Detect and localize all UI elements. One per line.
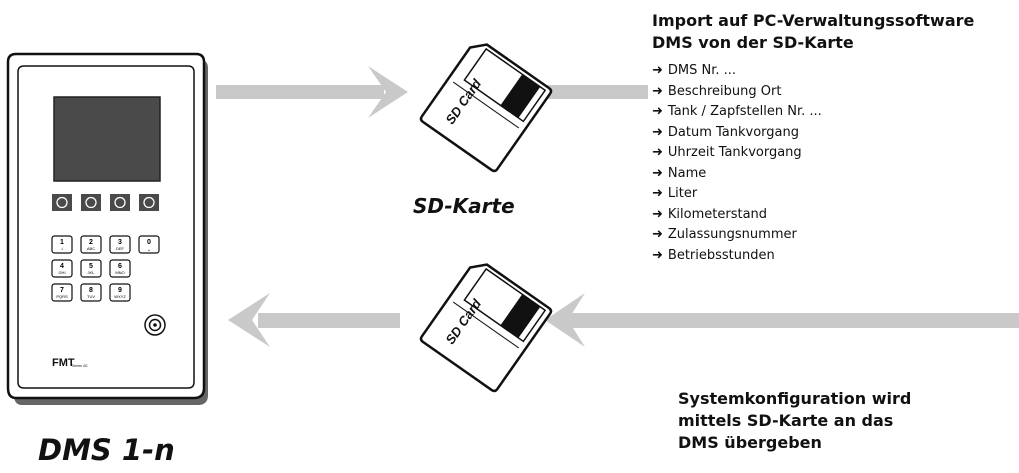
- arrow-bullet-icon: ➜: [652, 63, 663, 78]
- keypad-digit: 4: [60, 263, 64, 270]
- import-field-label: Betriebsstunden: [667, 247, 775, 263]
- keypad-letters: JKL: [88, 270, 96, 275]
- keypad-digit: 8: [89, 287, 93, 294]
- key-lock-icon: [144, 314, 166, 336]
- dms-device: 1-/2ABC3DEF0␣4GHI5JKL6MNO7PQRS8TUV9WXYZ …: [6, 52, 208, 405]
- import-heading-line1: Import auf PC-Verwaltungssoftware: [652, 11, 975, 30]
- keypad-letters: WXYZ: [114, 294, 126, 299]
- arrow-bullet-icon: ➜: [652, 165, 663, 181]
- import-field-label: Zulassungsnummer: [667, 227, 797, 242]
- config-block: Systemkonfiguration wird mittels SD-Kart…: [678, 388, 911, 454]
- import-field-label: Beschreibung Ort: [667, 83, 782, 99]
- keypad-letters: PQRS: [56, 294, 68, 299]
- keypad-digit: 6: [118, 263, 122, 270]
- config-line3: DMS übergeben: [678, 433, 822, 452]
- config-line2: mittels SD-Karte an das: [678, 411, 894, 430]
- keypad-key: 1-/: [51, 235, 73, 254]
- import-field-label: DMS Nr. ...: [667, 63, 737, 78]
- arrow-bottom-from-config: [545, 293, 1019, 347]
- arrow-bullet-icon: ➜: [652, 227, 663, 242]
- keypad-digit: 3: [118, 239, 122, 246]
- import-field-label: Uhrzeit Tankvorgang: [667, 145, 802, 160]
- import-field-label: Name: [667, 165, 707, 181]
- keypad-letters: ABC: [87, 246, 95, 251]
- sd-card-top: SD Card: [418, 36, 554, 174]
- arrow-bullet-icon: ➜: [652, 83, 663, 99]
- keypad-key: 0␣: [138, 235, 160, 254]
- import-field-label: Kilometerstand: [667, 206, 768, 222]
- keypad-digit: 2: [89, 239, 93, 246]
- keypad-letters: TUV: [87, 294, 95, 299]
- arrow-top-to-list: [540, 85, 648, 99]
- device-brand-sub: Series 4G: [72, 364, 88, 368]
- import-heading-line2: DMS von der SD-Karte: [652, 33, 854, 52]
- device-brand: FMT: [52, 357, 75, 369]
- import-field-item: ➜Name: [652, 164, 974, 185]
- keypad-letters: GHI: [58, 270, 65, 275]
- import-field-item: ➜ Uhrzeit Tankvorgang: [652, 143, 974, 164]
- device-bezel: [17, 65, 195, 389]
- import-field-item: ➜Datum Tankvorgang: [652, 123, 974, 144]
- import-field-item: ➜ DMS Nr. ...: [652, 61, 974, 82]
- sd-card-caption: SD-Karte: [413, 194, 515, 218]
- import-block: Import auf PC-Verwaltungssoftware DMS vo…: [652, 10, 974, 266]
- import-field-label: Liter: [667, 186, 698, 201]
- arrow-bullet-icon: ➜: [652, 124, 663, 140]
- arrow-bottom-to-device: [228, 293, 400, 347]
- import-field-item: ➜Beschreibung Ort: [652, 82, 974, 103]
- device-display: [53, 96, 161, 182]
- keypad-letters: -/: [61, 246, 64, 251]
- import-fields-list: ➜DMS Nr. ...➜Beschreibung Ort➜Tank / Zap…: [652, 61, 974, 266]
- keypad-letters: MNO: [115, 270, 124, 275]
- import-field-label: Datum Tankvorgang: [667, 124, 800, 140]
- keypad-digit: 5: [89, 263, 93, 270]
- keypad-letters: ␣: [148, 246, 151, 251]
- arrow-bullet-icon: ➜: [652, 145, 663, 160]
- function-keys: [52, 194, 159, 211]
- arrow-top-to-card: [216, 66, 408, 118]
- keypad-letters: DEF: [116, 246, 125, 251]
- arrow-bullet-icon: ➜: [652, 104, 663, 119]
- keypad-digit: 0: [147, 239, 151, 246]
- arrow-bullet-icon: ➜: [652, 186, 663, 201]
- import-field-item: ➜Kilometerstand: [652, 205, 974, 226]
- import-field-item: ➜Betriebsstunden: [652, 246, 974, 267]
- keypad-digit: 9: [118, 287, 122, 294]
- arrow-bullet-icon: ➜: [652, 206, 663, 222]
- keypad-digit: 7: [60, 287, 64, 294]
- config-line1: Systemkonfiguration wird: [678, 389, 912, 408]
- device-label: DMS 1-n: [38, 433, 175, 467]
- import-field-label: Tank / Zapfstellen Nr. ...: [667, 104, 822, 119]
- keypad-digit: 1: [60, 239, 64, 246]
- import-field-item: ➜ Liter: [652, 184, 974, 205]
- import-field-item: ➜ Zulassungsnummer: [652, 225, 974, 246]
- import-field-item: ➜ Tank / Zapfstellen Nr. ...: [652, 102, 974, 123]
- arrow-bullet-icon: ➜: [652, 247, 663, 263]
- sd-card-bottom: SD Card: [418, 256, 554, 394]
